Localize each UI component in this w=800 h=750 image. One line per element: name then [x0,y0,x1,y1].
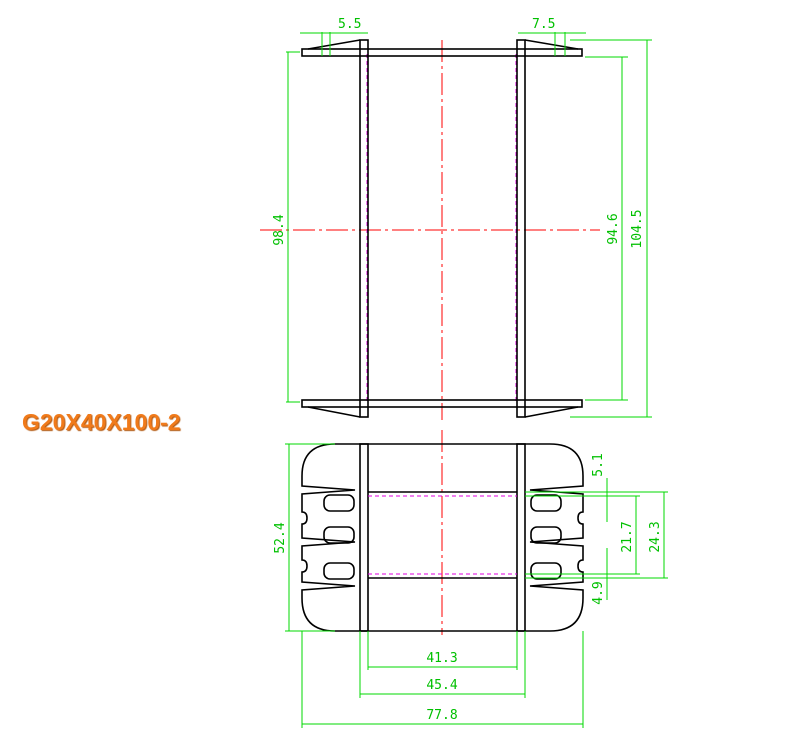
right-post [516,39,526,418]
dim-label-right-inner: 21.7 [620,521,635,552]
dim-label-inner-width: 41.3 [426,651,457,666]
slot-left-2 [323,526,355,544]
dim-label-top-right: 7.5 [532,17,555,32]
dim-label-top-left: 5.5 [338,17,361,32]
tab-bottom-left [307,406,361,418]
dim-label-mid-width: 45.4 [426,678,457,693]
dim-label-inner-height: 94.6 [606,213,621,244]
tab-top-right [524,39,579,50]
model-label: G20X40X100-2 [22,409,181,435]
slot-right-3 [530,562,562,580]
dim-label-outer-width: 77.8 [426,708,457,723]
side-view [260,32,652,420]
dim-label-right-outer: 24.3 [648,521,663,552]
dim-label-end-height: 52.4 [273,522,288,553]
dim-label-left-height: 98.4 [272,214,287,245]
dim-label-right-top-gap: 5.1 [591,453,606,476]
left-post [359,39,369,418]
tab-top-left [307,39,361,50]
slot-right-2 [530,526,562,544]
tab-bottom-right [524,406,579,418]
end-body-outline [301,443,584,632]
slot-right-1 [530,494,562,512]
slot-left-3 [323,562,355,580]
top-flange [301,48,583,57]
dim-label-right-bottom-gap: 4.9 [591,581,606,604]
end-left-post [359,443,369,632]
slot-left-1 [323,494,355,512]
dim-label-outer-height: 104.5 [630,209,645,248]
bottom-flange [301,399,583,408]
end-right-post [516,443,526,632]
end-view [285,430,668,728]
